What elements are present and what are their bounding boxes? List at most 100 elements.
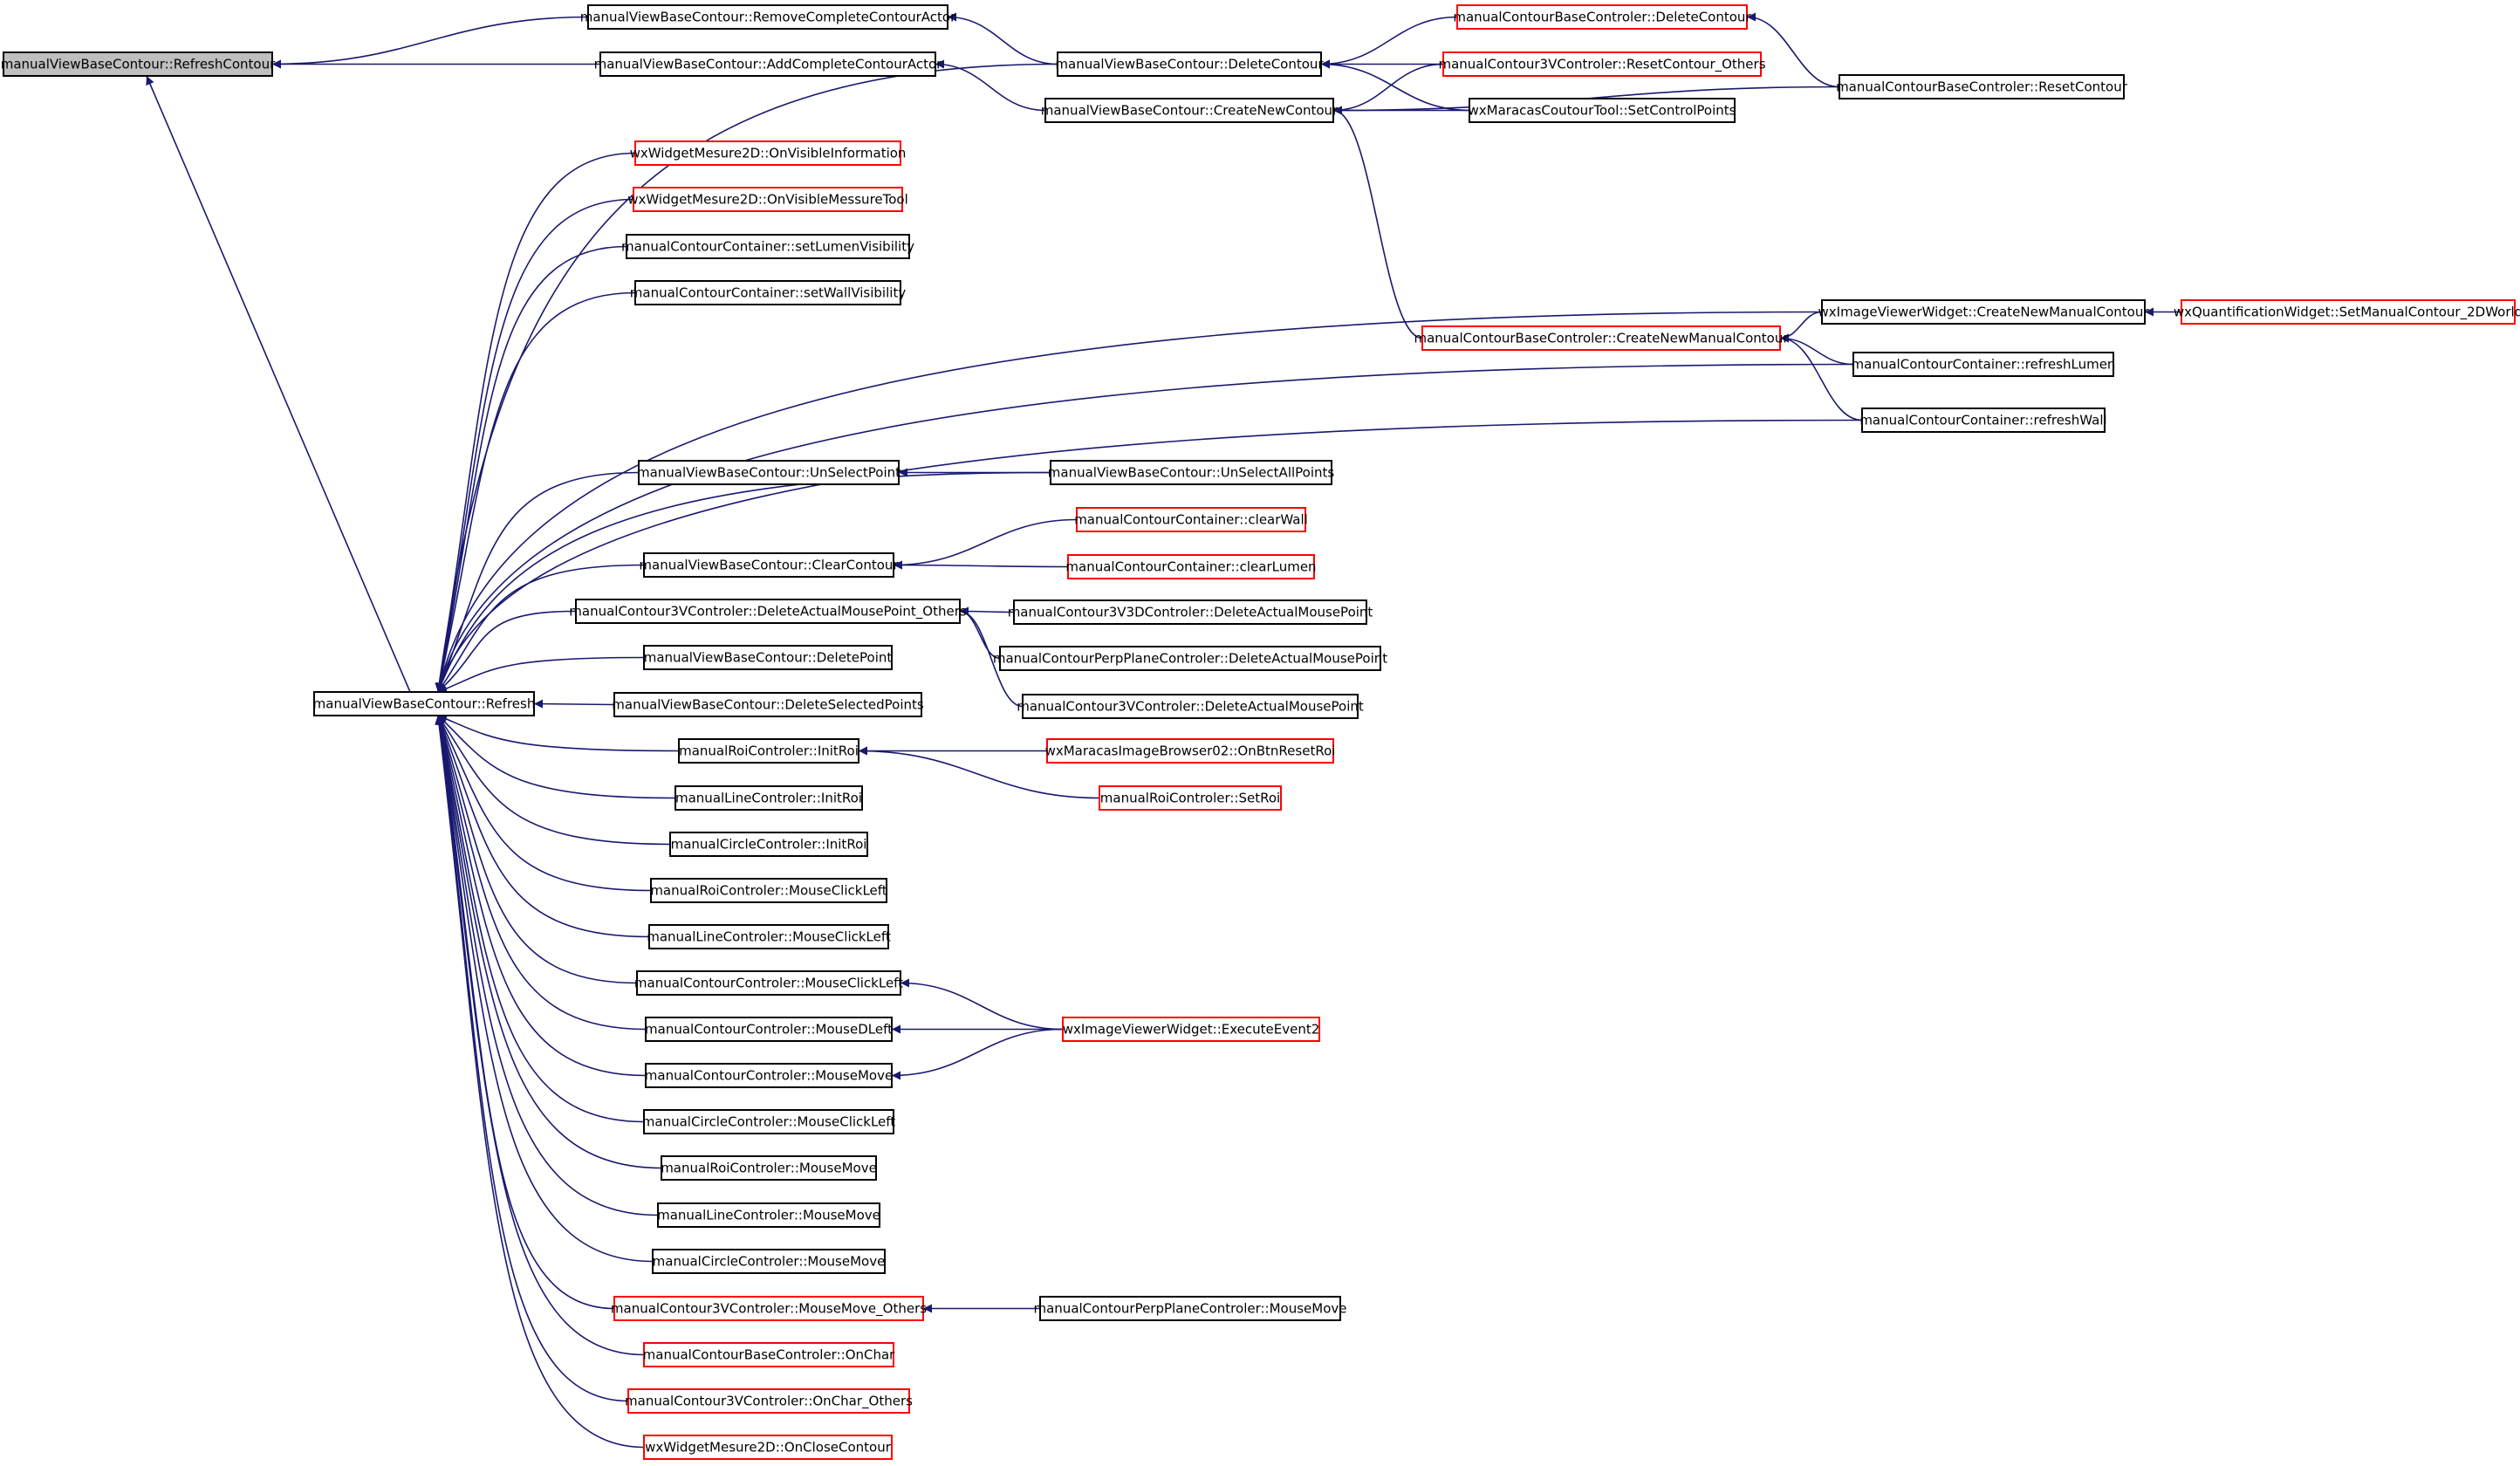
edge-roi-mousemove-to-vbc-refresh — [435, 715, 662, 1169]
node-cbc-deletecontour[interactable]: manualContourBaseControler::DeleteContou… — [1453, 4, 1751, 30]
node-cbc-createnewmanual[interactable]: manualContourBaseControler::CreateNewMan… — [1414, 325, 1789, 351]
node-wx-setcontrolpoints[interactable]: wxMaracasCoutourTool::SetControlPoints — [1469, 98, 1736, 123]
node-cc-clearwall[interactable]: manualContourContainer::clearWall — [1074, 507, 1308, 532]
nodes-layer: manualViewBaseContour::RefreshContourman… — [1, 4, 2520, 1460]
node-line-initroi[interactable]: manualLineControler::InitRoi — [675, 785, 863, 811]
node-cc-setwall[interactable]: manualContourContainer::setWallVisibilit… — [630, 280, 907, 305]
edge-contour-mousemove-to-vbc-refresh — [435, 715, 647, 1077]
node-wxmib-onbtnreset[interactable]: wxMaracasImageBrowser02::OnBtnResetRoi — [1045, 738, 1336, 764]
node-cpp-deleteactual[interactable]: manualContourPerpPlaneControler::DeleteA… — [993, 646, 1387, 671]
node-wm-onclosecontour[interactable]: wxWidgetMesure2D::OnCloseContour — [643, 1435, 893, 1460]
edge-cc-refreshlumen-to-vbc-refresh — [435, 363, 1854, 693]
node-label: wxMaracasImageBrowser02::OnBtnResetRoi — [1045, 743, 1336, 759]
node-box — [1821, 299, 2146, 325]
node-cc-refreshlumen[interactable]: manualContourContainer::refreshLumen — [1852, 352, 2116, 377]
node-box — [643, 645, 893, 670]
node-contour-mouseclick[interactable]: manualContourControler::MouseClickLeft — [634, 970, 903, 996]
node-c3v3d-deleteactual[interactable]: manualContour3V3DControler::DeleteActual… — [1008, 599, 1373, 625]
node-box — [675, 785, 863, 811]
node-cc-clearlumen[interactable]: manualContourContainer::clearLumen — [1065, 554, 1317, 579]
edge-cc-refreshlumen-to-cbc-createnewmanual — [1779, 333, 1854, 366]
node-contour-mousemove[interactable]: manualContourControler::MouseMove — [645, 1063, 893, 1088]
node-label: wxImageViewerWidget::CreateNewManualCont… — [1818, 305, 2150, 320]
node-c3v-mousemove-others[interactable]: manualContour3VControler::MouseMove_Othe… — [611, 1296, 927, 1321]
node-c3v-resetcontour[interactable]: manualContour3VControler::ResetContour_O… — [1438, 51, 1766, 77]
node-removecomplete[interactable]: manualViewBaseContour::RemoveCompleteCon… — [580, 4, 956, 30]
node-vbc-clearcontour[interactable]: manualViewBaseContour::ClearContour — [639, 552, 899, 578]
node-label: manualViewBaseContour::UnSelectPoint — [637, 465, 900, 481]
node-roi-initroi[interactable]: manualRoiControler::InitRoi — [678, 738, 859, 764]
node-createnewcontour[interactable]: manualViewBaseContour::CreateNewContour — [1041, 98, 1339, 123]
node-deletecontour[interactable]: manualViewBaseContour::DeleteContour — [1055, 51, 1324, 77]
node-box — [645, 1063, 893, 1088]
node-box — [643, 1109, 894, 1134]
node-wxiv-executeevent[interactable]: wxImageViewerWidget::ExecuteEvent2 — [1062, 1017, 1320, 1042]
node-circle-mouseclick[interactable]: manualCircleControler::MouseClickLeft — [642, 1109, 896, 1134]
node-roi-setroi[interactable]: manualRoiControler::SetRoi — [1099, 785, 1282, 811]
edge-c3v-deleteactual-others-to-vbc-refresh — [437, 610, 577, 693]
node-label: manualLineControler::MouseClickLeft — [647, 929, 891, 945]
node-label: manualContourContainer::refreshWall — [1859, 413, 2106, 428]
node-box — [1013, 599, 1367, 625]
node-cbc-resetcontour[interactable]: manualContourBaseControler::ResetContour — [1836, 74, 2128, 99]
node-label: manualLineControler::MouseMove — [657, 1208, 880, 1223]
node-box — [1456, 4, 1748, 30]
node-label: manualViewBaseContour::Refresh — [313, 696, 536, 712]
node-roi-mouseclick[interactable]: manualRoiControler::MouseClickLeft — [650, 878, 887, 903]
node-cbc-onchar[interactable]: manualContourBaseControler::OnChar — [643, 1342, 896, 1367]
node-c3v-deleteactual[interactable]: manualContour3VControler::DeleteActualMo… — [1017, 694, 1364, 719]
node-label: manualContourBaseControler::DeleteContou… — [1453, 10, 1751, 25]
node-vbc-deletepoint[interactable]: manualViewBaseContour::DeletePoint — [643, 645, 893, 670]
edge-cbc-deletecontour-to-deletecontour — [1320, 16, 1458, 69]
edge-line-mousemove-to-vbc-refresh — [435, 715, 659, 1216]
node-box — [1067, 554, 1315, 579]
node-label: manualContourContainer::setLumenVisibili… — [621, 239, 914, 255]
node-box — [1039, 1296, 1341, 1321]
node-contour-mousedleft[interactable]: manualContourControler::MouseDLeft — [645, 1017, 893, 1042]
node-roi-mousemove[interactable]: manualRoiControler::MouseMove — [661, 1155, 877, 1181]
node-cc-refreshwall[interactable]: manualContourContainer::refreshWall — [1859, 408, 2107, 433]
node-box — [648, 924, 889, 949]
node-wxiv-createnewmanual[interactable]: wxImageViewerWidget::CreateNewManualCont… — [1818, 299, 2150, 325]
edge-vbc-refresh-to-refreshcontour — [146, 75, 411, 693]
node-box — [678, 738, 859, 764]
node-box — [1099, 785, 1282, 811]
node-c3v-deleteactual-others[interactable]: manualContour3VControler::DeleteActualMo… — [569, 599, 967, 624]
edge-cc-clearwall-to-vbc-clearcontour — [893, 518, 1078, 570]
node-wxq-setmanual[interactable]: wxQuantificationWidget::SetManualContour… — [2174, 299, 2520, 325]
node-box — [643, 552, 894, 578]
node-label: manualContourPerpPlaneControler::MouseMo… — [1034, 1301, 1347, 1317]
node-box — [1050, 460, 1332, 485]
node-vbc-unselectall[interactable]: manualViewBaseContour::UnSelectAllPoints — [1048, 460, 1335, 485]
node-label: wxWidgetMesure2D::OnCloseContour — [645, 1440, 892, 1456]
node-addcomplete[interactable]: manualViewBaseContour::AddCompleteContou… — [594, 51, 943, 77]
edge-cc-refreshwall-to-cbc-createnewmanual — [1779, 333, 1863, 421]
node-box — [613, 692, 922, 717]
node-wm-onvisiblemesure[interactable]: wxWidgetMesure2D::OnVisibleMessureTool — [627, 187, 908, 212]
node-label: manualContourControler::MouseDLeft — [645, 1022, 893, 1038]
node-label: manualRoiControler::InitRoi — [679, 743, 859, 759]
node-circle-initroi[interactable]: manualCircleControler::InitRoi — [669, 832, 868, 857]
node-label: manualCircleControler::MouseMove — [653, 1254, 886, 1270]
node-label: manualViewBaseContour::ClearContour — [639, 558, 899, 573]
node-circle-mousemove[interactable]: manualCircleControler::MouseMove — [652, 1249, 886, 1274]
node-line-mouseclick[interactable]: manualLineControler::MouseClickLeft — [647, 924, 891, 949]
node-line-mousemove[interactable]: manualLineControler::MouseMove — [657, 1202, 880, 1228]
node-vbc-unselectpoint[interactable]: manualViewBaseContour::UnSelectPoint — [637, 460, 900, 485]
node-label: manualContour3VControler::MouseMove_Othe… — [611, 1301, 927, 1318]
edge-wxiv-executeevent-to-contour-mousemove — [891, 1028, 1064, 1080]
node-refreshcontour[interactable]: manualViewBaseContour::RefreshContour — [1, 51, 276, 77]
node-box — [599, 51, 936, 77]
node-vbc-deleteselected[interactable]: manualViewBaseContour::DeleteSelectedPoi… — [612, 692, 924, 717]
node-cc-setlumen[interactable]: manualContourContainer::setLumenVisibili… — [621, 234, 914, 259]
node-label: manualRoiControler::SetRoi — [1100, 791, 1280, 806]
node-c3v-onchar-others[interactable]: manualContour3VControler::OnChar_Others — [625, 1388, 913, 1414]
node-vbc-refresh[interactable]: manualViewBaseContour::Refresh — [313, 691, 536, 716]
node-cpp-mousemove[interactable]: manualContourPerpPlaneControler::MouseMo… — [1034, 1296, 1347, 1321]
node-box — [652, 1249, 886, 1274]
edge-vbc-deletepoint-to-vbc-refresh — [437, 656, 645, 693]
edge-removecomplete-to-refreshcontour — [271, 16, 589, 69]
node-label: manualRoiControler::MouseClickLeft — [650, 883, 887, 899]
node-wm-onvisibleinfo[interactable]: wxWidgetMesure2D::OnVisibleInformation — [630, 140, 907, 166]
node-box — [634, 280, 901, 305]
